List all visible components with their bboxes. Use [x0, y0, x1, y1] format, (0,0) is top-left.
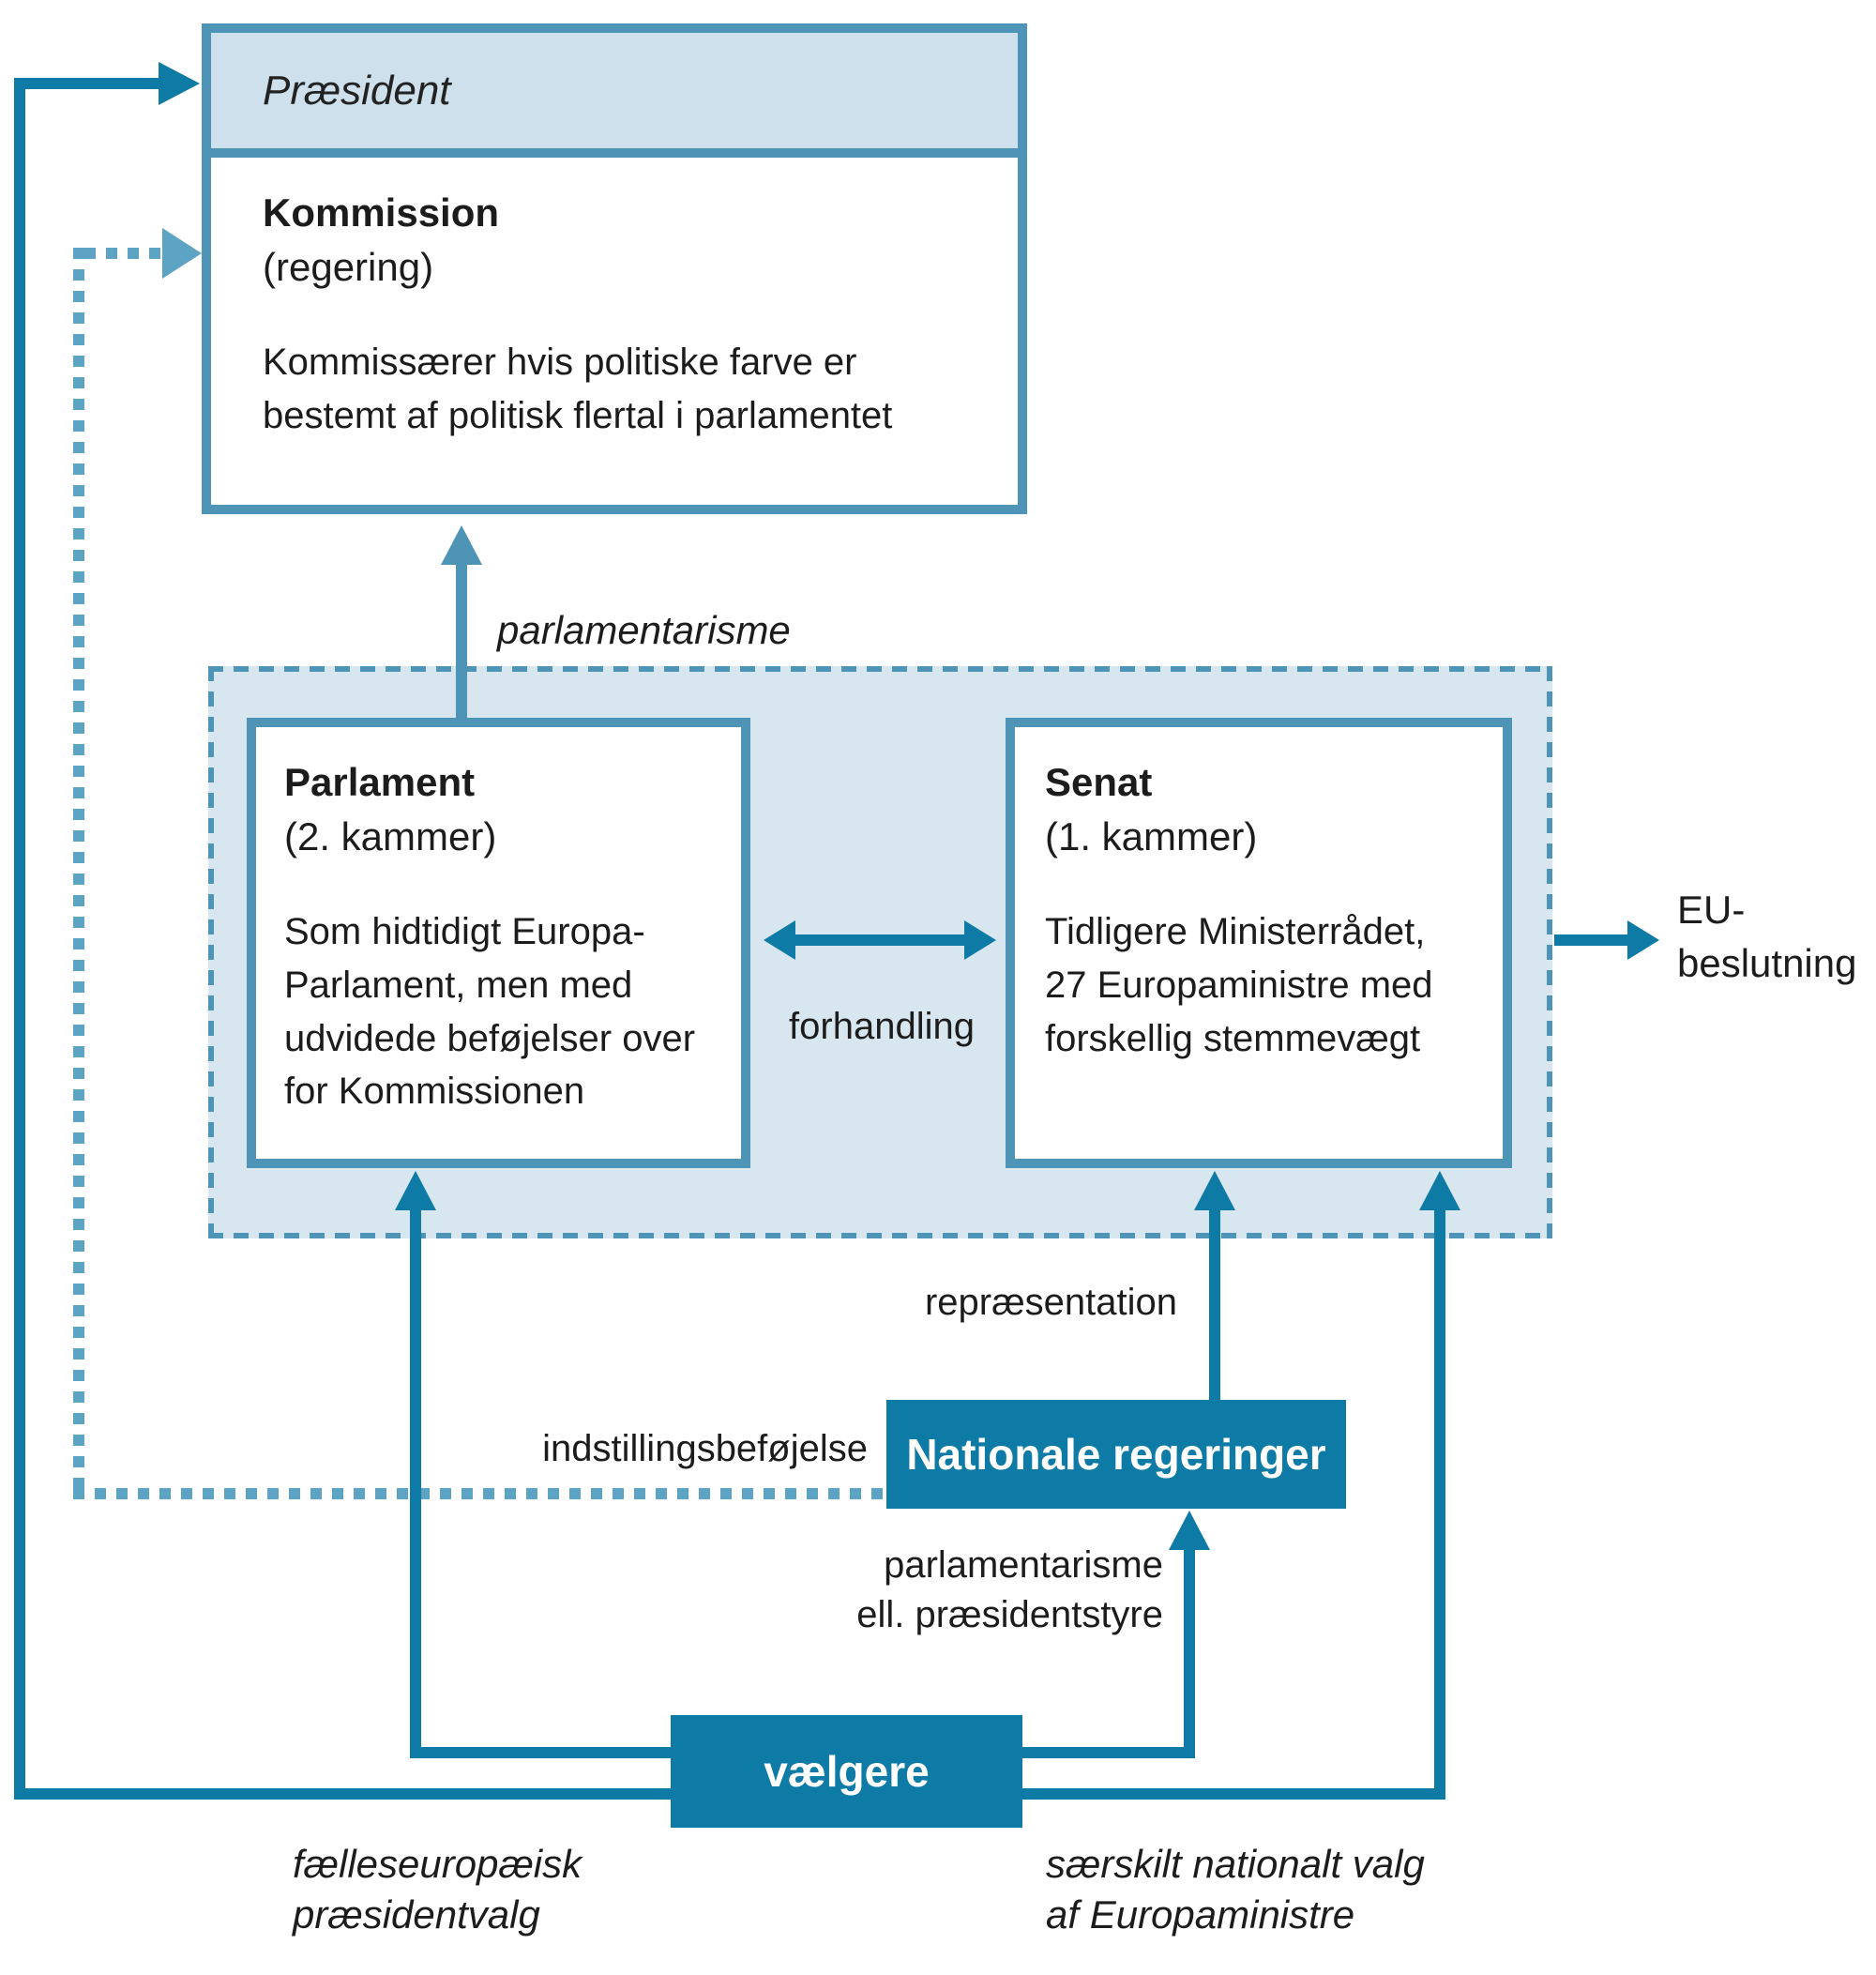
kommission-description-line2: bestemt af politisk flertal i parlamente… [263, 394, 893, 436]
voters-senat-line-horizontal [1022, 1788, 1445, 1800]
vaelgere-label: vælgere [764, 1747, 930, 1796]
dotted-line-vertical-left [73, 248, 84, 1499]
vaelgere-box: vælgere [671, 1715, 1022, 1828]
voters-nationale-line-vertical [1184, 1546, 1195, 1758]
parlament-box: Parlament (2. kammer) Som hidtidigt Euro… [247, 718, 750, 1168]
parlamentarisme-arrow-line [456, 563, 467, 718]
dotted-line-horizontal-bottom [73, 1488, 886, 1499]
container-dashed-border-left [208, 666, 214, 1238]
senat-description: Tidligere Ministerrådet, 27 Europaminist… [1045, 905, 1503, 1065]
praesident-label: Præsident [263, 67, 451, 114]
eu-beslutning-line1: EU- [1677, 888, 1746, 932]
senat-box: Senat (1. kammer) Tidligere Ministerråde… [1006, 718, 1512, 1168]
voters-parlament-line-vertical [410, 1203, 421, 1758]
parlament-arrow-up-icon [395, 1171, 436, 1210]
saerskilt-nationalt-valg-label: særskilt nationalt valg af Europaministr… [1046, 1839, 1425, 1940]
parlament-subtitle: (2. kammer) [284, 813, 497, 858]
parlament-description-line4: for Kommissionen [284, 1071, 585, 1113]
faelleseuropaeisk-praesidentvalg-label: fælleseuropæisk præsidentvalg [293, 1839, 582, 1940]
parlamentarisme-ell-praesidentstyre-label: parlamentarisme ell. præsidentstyre [788, 1541, 1163, 1640]
senat-right-arrow-up-icon [1419, 1171, 1460, 1210]
nationale-regeringer-box: Nationale regeringer [886, 1400, 1346, 1509]
parlament-title: Parlament [284, 760, 476, 804]
faelles-line1: fælleseuropæisk [293, 1842, 582, 1886]
eu-beslutning-label: EU- beslutning [1677, 884, 1856, 990]
forhandling-arrow-right-icon [964, 920, 996, 960]
eu-arrow-shaft [1554, 934, 1629, 946]
container-dashed-border-right [1547, 666, 1552, 1238]
eu-arrow-right-icon [1627, 920, 1659, 960]
kommission-description-line1: Kommissærer hvis politiske farve er [263, 341, 857, 383]
senat-description-line2: 27 Europaministre med [1045, 964, 1433, 1006]
repraesentation-label: repræsentation [924, 1282, 1177, 1323]
parlamentarisme-arrow-up-icon [441, 525, 482, 565]
kommission-description: Kommissærer hvis politiske farve er best… [263, 336, 966, 443]
nationale-senat-line-vertical [1209, 1207, 1220, 1400]
senat-title: Senat [1045, 760, 1153, 804]
kommission-box: Præsident Kommission (regering) Kommissæ… [202, 23, 1027, 514]
president-arrow-right-icon [159, 62, 200, 105]
nationale-arrow-up-icon [1169, 1511, 1210, 1550]
voters-president-line-top [14, 78, 159, 89]
praesident-header: Præsident [211, 33, 1018, 158]
voters-senat-line-vertical [1434, 1203, 1445, 1800]
voters-nationale-line-horizontal [1022, 1747, 1195, 1758]
indstillingsbefoejelse-label: indstillingsbeføjelse [542, 1428, 868, 1469]
parlament-description: Som hidtidigt Europa- Parlament, men med… [284, 905, 741, 1118]
dotted-line-horizontal-top [84, 248, 164, 259]
senat-left-arrow-up-icon [1194, 1171, 1235, 1210]
parlamentarisme-top-label: parlamentarisme [497, 608, 791, 652]
voters-president-line-left [14, 84, 25, 1800]
kommission-body: Kommission (regering) Kommissærer hvis p… [211, 158, 1018, 443]
forhandling-arrow-left-icon [764, 920, 795, 960]
senat-description-line1: Tidligere Ministerrådet, [1045, 910, 1426, 952]
forhandling-label: forhandling [789, 1006, 975, 1047]
senat-description-line3: forskellig stemmevægt [1045, 1017, 1421, 1059]
senat-subtitle: (1. kammer) [1045, 813, 1258, 858]
dotted-arrow-right-icon [162, 228, 202, 279]
saerskilt-line2: af Europaministre [1046, 1891, 1355, 1937]
kommission-subtitle: (regering) [263, 244, 434, 289]
voters-president-line-bottom [14, 1788, 671, 1800]
parl-ell-line1: parlamentarisme [884, 1544, 1163, 1586]
container-dashed-border-bottom [208, 1233, 1552, 1238]
kommission-title: Kommission [263, 190, 500, 235]
saerskilt-line1: særskilt nationalt valg [1046, 1842, 1425, 1886]
parl-ell-line2: ell. præsidentstyre [856, 1593, 1163, 1635]
forhandling-arrow-shaft [794, 934, 966, 946]
eu-beslutning-line2: beslutning [1677, 940, 1857, 985]
parlament-description-line3: udvidede beføjelser over [284, 1017, 696, 1059]
faelles-line2: præsidentvalg [293, 1891, 540, 1937]
parlament-description-line1: Som hidtidigt Europa- [284, 910, 645, 952]
parlament-description-line2: Parlament, men med [284, 964, 633, 1006]
container-dashed-border-top [208, 666, 1552, 672]
nationale-regeringer-label: Nationale regeringer [906, 1430, 1326, 1479]
voters-parlament-line-horizontal [410, 1747, 671, 1758]
